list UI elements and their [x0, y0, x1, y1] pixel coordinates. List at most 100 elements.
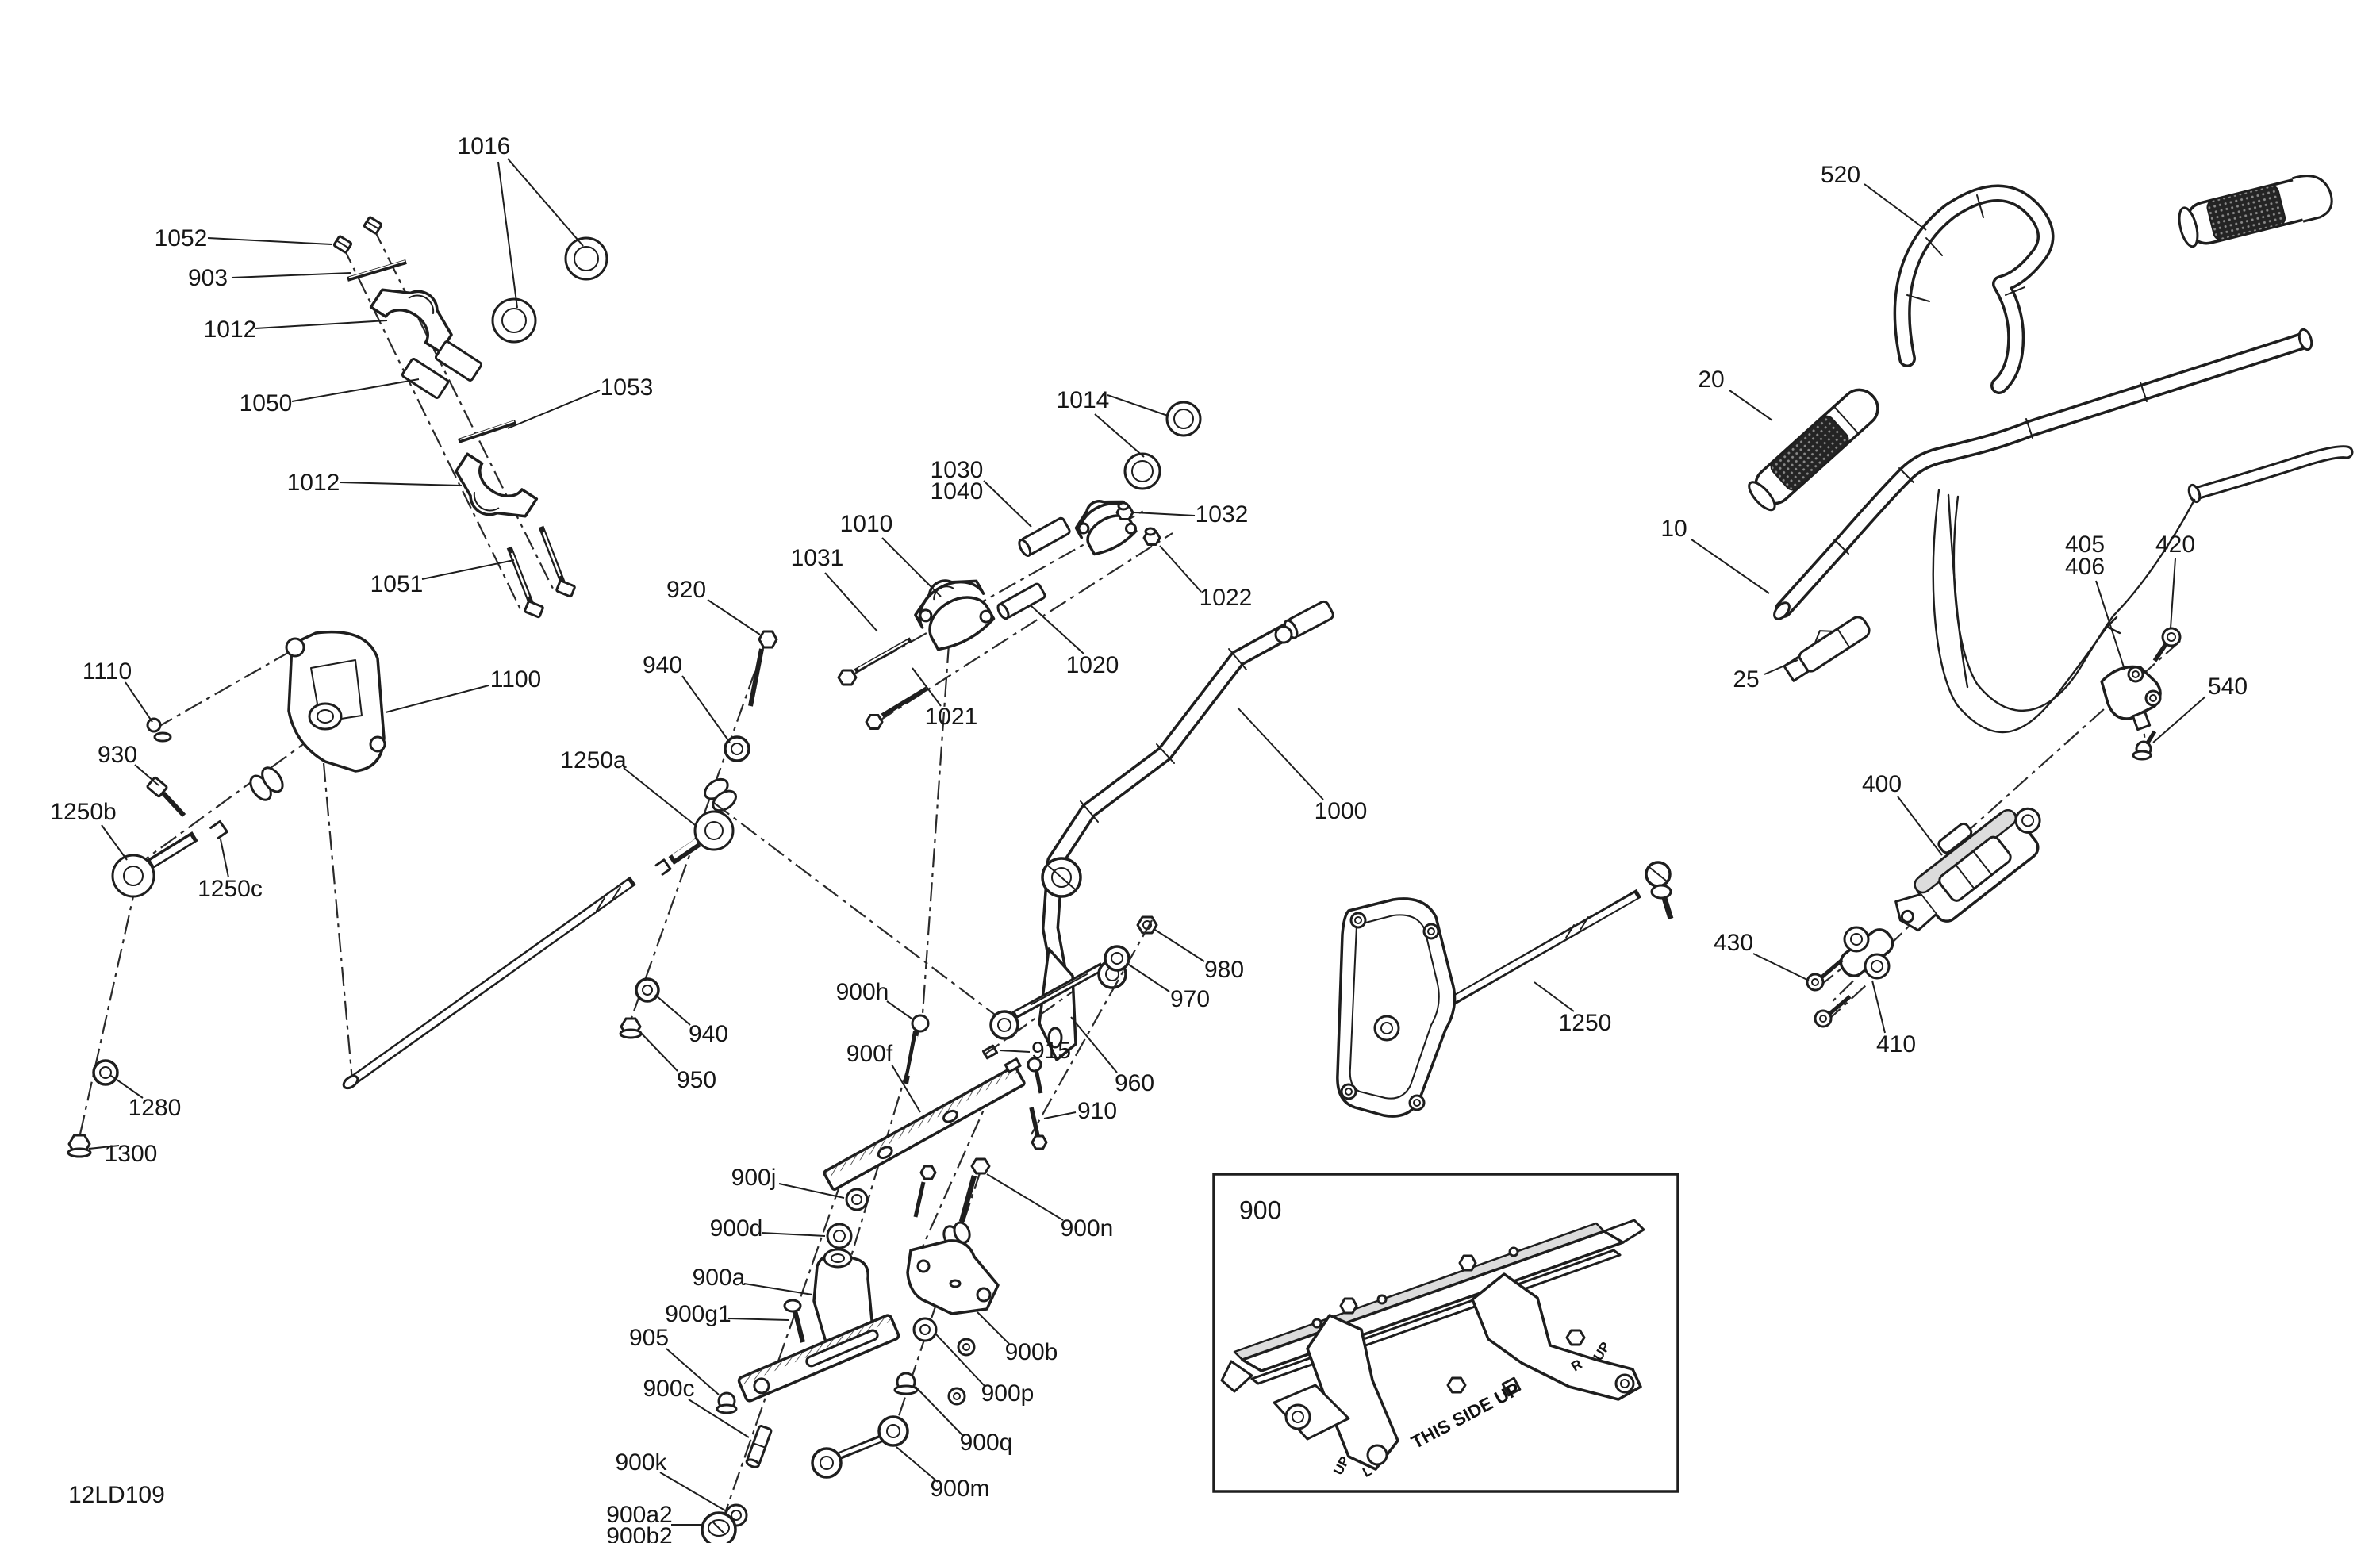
part-callout-900c-42: 900c: [643, 1376, 694, 1402]
handlebar-riser-assembly-drawing: [332, 216, 608, 619]
leader-line-930: [134, 764, 159, 786]
leader-line-1030: [983, 480, 1032, 528]
right-grip-drawing: [2178, 175, 2333, 248]
leader-line-915: [999, 1050, 1031, 1053]
part-callout-900a-39: 900a: [693, 1265, 746, 1291]
column-clamp-group-drawing: [713, 401, 1202, 1026]
inset-assembly-900: 900: [1212, 1173, 1679, 1493]
part-callout-406-56: 406: [2065, 554, 2105, 580]
leader-line-1022: [1159, 545, 1202, 593]
leader-line-900a: [743, 1283, 813, 1295]
part-callout-1250a-17: 1250a: [560, 747, 627, 773]
part-callout-25-54: 25: [1733, 666, 1759, 693]
part-callout-900m-50: 900m: [930, 1476, 989, 1502]
leader-line-900c: [688, 1399, 750, 1438]
part-callout-405-55: 405: [2065, 532, 2105, 558]
part-callout-1250b-11: 1250b: [50, 799, 116, 825]
part-callout-970-29: 970: [1170, 986, 1210, 1012]
part-callout-1031-18: 1031: [791, 545, 844, 571]
leader-line-1000: [1237, 707, 1324, 800]
part-callout-900k-43: 900k: [615, 1449, 667, 1476]
leader-line-20: [1729, 390, 1773, 421]
leader-line-940: [654, 994, 691, 1026]
leader-line-900n: [986, 1173, 1064, 1221]
part-callout-960-30: 960: [1115, 1070, 1154, 1096]
part-callout-540-58: 540: [2208, 674, 2248, 700]
leader-line-900g1: [727, 1318, 789, 1321]
part-callout-940-35: 940: [689, 1021, 728, 1047]
leader-line-1012: [255, 320, 388, 329]
part-callout-900d-38: 900d: [710, 1215, 763, 1242]
part-callout-10-53: 10: [1660, 516, 1687, 542]
leader-line-960: [1070, 1016, 1118, 1073]
leader-line-1250b: [101, 824, 128, 861]
leader-line-940: [681, 675, 731, 743]
leader-line-1014: [1094, 413, 1145, 458]
leader-line-900p: [935, 1334, 986, 1388]
leader-line-1020: [1031, 605, 1084, 654]
leader-line-406: [2095, 580, 2125, 670]
part-callout-940-16: 940: [643, 652, 682, 678]
part-callout-900q-49: 900q: [960, 1430, 1013, 1456]
part-callout-1030-20: 1030: [931, 457, 984, 483]
part-callout-1040-21: 1040: [931, 478, 984, 505]
leader-line-410: [1871, 980, 1886, 1034]
leader-line-1051: [421, 559, 515, 580]
part-callout-905-41: 905: [629, 1325, 669, 1351]
leader-line-1250a: [623, 767, 696, 826]
leader-line-900q: [915, 1386, 964, 1437]
leader-line-920: [707, 599, 761, 635]
leader-line-1100: [385, 685, 489, 713]
part-callout-1280-13: 1280: [129, 1095, 182, 1121]
leader-line-1300: [88, 1145, 120, 1150]
part-callout-1014-24: 1014: [1057, 387, 1110, 413]
part-callout-1032-22: 1032: [1196, 501, 1249, 528]
leader-line-400: [1897, 796, 1943, 856]
part-callout-1110-8: 1110: [83, 658, 132, 685]
leader-line-1250: [1534, 981, 1575, 1012]
handlebar-group-drawing: [1748, 175, 2354, 734]
part-callout-900b-47: 900b: [1005, 1339, 1058, 1365]
part-callout-400-59: 400: [1862, 771, 1902, 797]
connector-25-drawing: [1783, 616, 1871, 682]
part-callout-900b2-45: 900b2: [606, 1523, 672, 1543]
leader-line-1016: [497, 161, 518, 309]
part-callout-903-2: 903: [188, 265, 228, 291]
drag-link-tube-drawing: [342, 876, 636, 1090]
leader-line-970: [1126, 962, 1170, 992]
leader-line-1050: [291, 378, 420, 402]
leader-line-900h: [886, 1000, 915, 1021]
leader-line-1250c: [220, 839, 229, 878]
leader-line-1280: [110, 1075, 144, 1099]
part-callout-900j-37: 900j: [731, 1165, 777, 1191]
tie-rod-end-upper-drawing: [654, 810, 735, 876]
damper-mount-group-drawing: [1806, 627, 2182, 1028]
leader-line-10: [1691, 539, 1770, 594]
part-callout-900g1-40: 900g1: [665, 1301, 731, 1327]
grip-seal-rings-drawing: [491, 236, 608, 344]
steering-column-drawing: [981, 600, 1334, 1150]
part-callout-1052-1: 1052: [155, 225, 208, 251]
part-callout-1053-5: 1053: [601, 374, 654, 401]
leader-line-540: [2152, 696, 2206, 743]
part-callout-1000-27: 1000: [1315, 798, 1368, 824]
leader-line-900b: [977, 1311, 1010, 1345]
part-callout-420-57: 420: [2155, 532, 2195, 558]
part-callout-900f-34: 900f: [846, 1041, 893, 1067]
part-callout-950-36: 950: [677, 1067, 716, 1093]
part-callout-980-28: 980: [1204, 957, 1244, 983]
relay-arm-link-drawing: [811, 1415, 909, 1479]
part-callout-1051-7: 1051: [370, 571, 424, 597]
leader-line-1016: [507, 158, 584, 247]
clamp-410-drawing: [1839, 926, 1894, 980]
part-callout-1250-62: 1250: [1559, 1010, 1612, 1036]
drawing-code: 12LD109: [68, 1482, 165, 1508]
leader-line-25: [1764, 659, 1798, 675]
part-callout-1021-26: 1021: [925, 704, 978, 730]
part-callout-1050-4: 1050: [240, 390, 293, 416]
mechanism-400-drawing: [1894, 807, 2041, 932]
steering-relay-900-group-drawing: [701, 1014, 1026, 1543]
part-callout-1020-25: 1020: [1066, 652, 1119, 678]
